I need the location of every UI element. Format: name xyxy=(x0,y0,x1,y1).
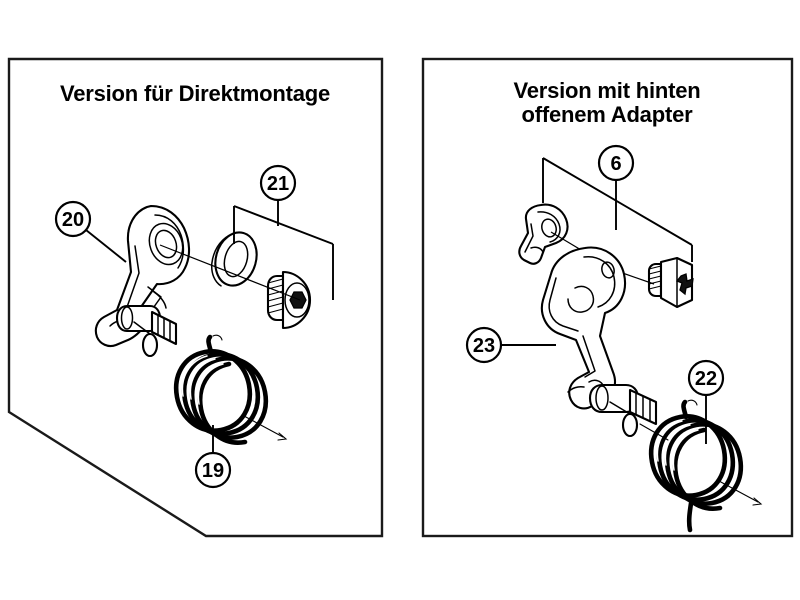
callout-20-circle[interactable] xyxy=(54,200,92,238)
callout-6-circle[interactable] xyxy=(597,144,635,182)
panel-right: Version mit hinten offenem Adapter xyxy=(421,57,794,538)
callout-22[interactable]: 22 xyxy=(687,359,725,397)
callout-23-circle[interactable] xyxy=(465,326,503,364)
leader-line-20 xyxy=(85,229,127,263)
panel-right-title-line1: Version mit hinten xyxy=(513,78,700,103)
part-derailleur-hanger-bracket xyxy=(94,204,191,358)
callout-bracket-6 xyxy=(542,157,693,262)
part-coil-spring-19 xyxy=(173,334,288,445)
part-coil-spring-22 xyxy=(639,399,763,533)
callout-6[interactable]: 6 xyxy=(597,144,635,182)
callout-21-circle[interactable] xyxy=(259,164,297,202)
callout-22-label: 22 xyxy=(695,368,717,390)
callout-19[interactable]: 19 xyxy=(194,451,232,489)
panel-left-border xyxy=(7,57,384,538)
part-washer xyxy=(210,231,258,287)
callout-23-label: 23 xyxy=(473,335,495,357)
callout-19-circle[interactable] xyxy=(194,451,232,489)
assembly-axis-left-upper xyxy=(159,244,301,301)
panel-left: Version für Direktmontage xyxy=(7,57,384,538)
callout-21-label: 21 xyxy=(267,173,289,195)
callout-23[interactable]: 23 xyxy=(465,326,503,364)
callout-bracket-21 xyxy=(233,205,334,300)
callout-21[interactable]: 21 xyxy=(259,164,297,202)
callout-20[interactable]: 20 xyxy=(54,200,92,238)
part-hex-socket-bolt xyxy=(266,270,312,330)
part-phillips-screw xyxy=(647,256,694,309)
callout-22-circle[interactable] xyxy=(687,359,725,397)
callout-6-label: 6 xyxy=(610,153,621,175)
callout-19-label: 19 xyxy=(202,460,224,482)
panel-left-title: Version für Direktmontage xyxy=(60,81,330,106)
part-adapter-plate xyxy=(518,203,569,265)
panel-right-title-line2: offenem Adapter xyxy=(522,102,694,127)
callout-20-label: 20 xyxy=(62,209,84,231)
part-open-adapter-hanger-bracket xyxy=(540,246,658,438)
